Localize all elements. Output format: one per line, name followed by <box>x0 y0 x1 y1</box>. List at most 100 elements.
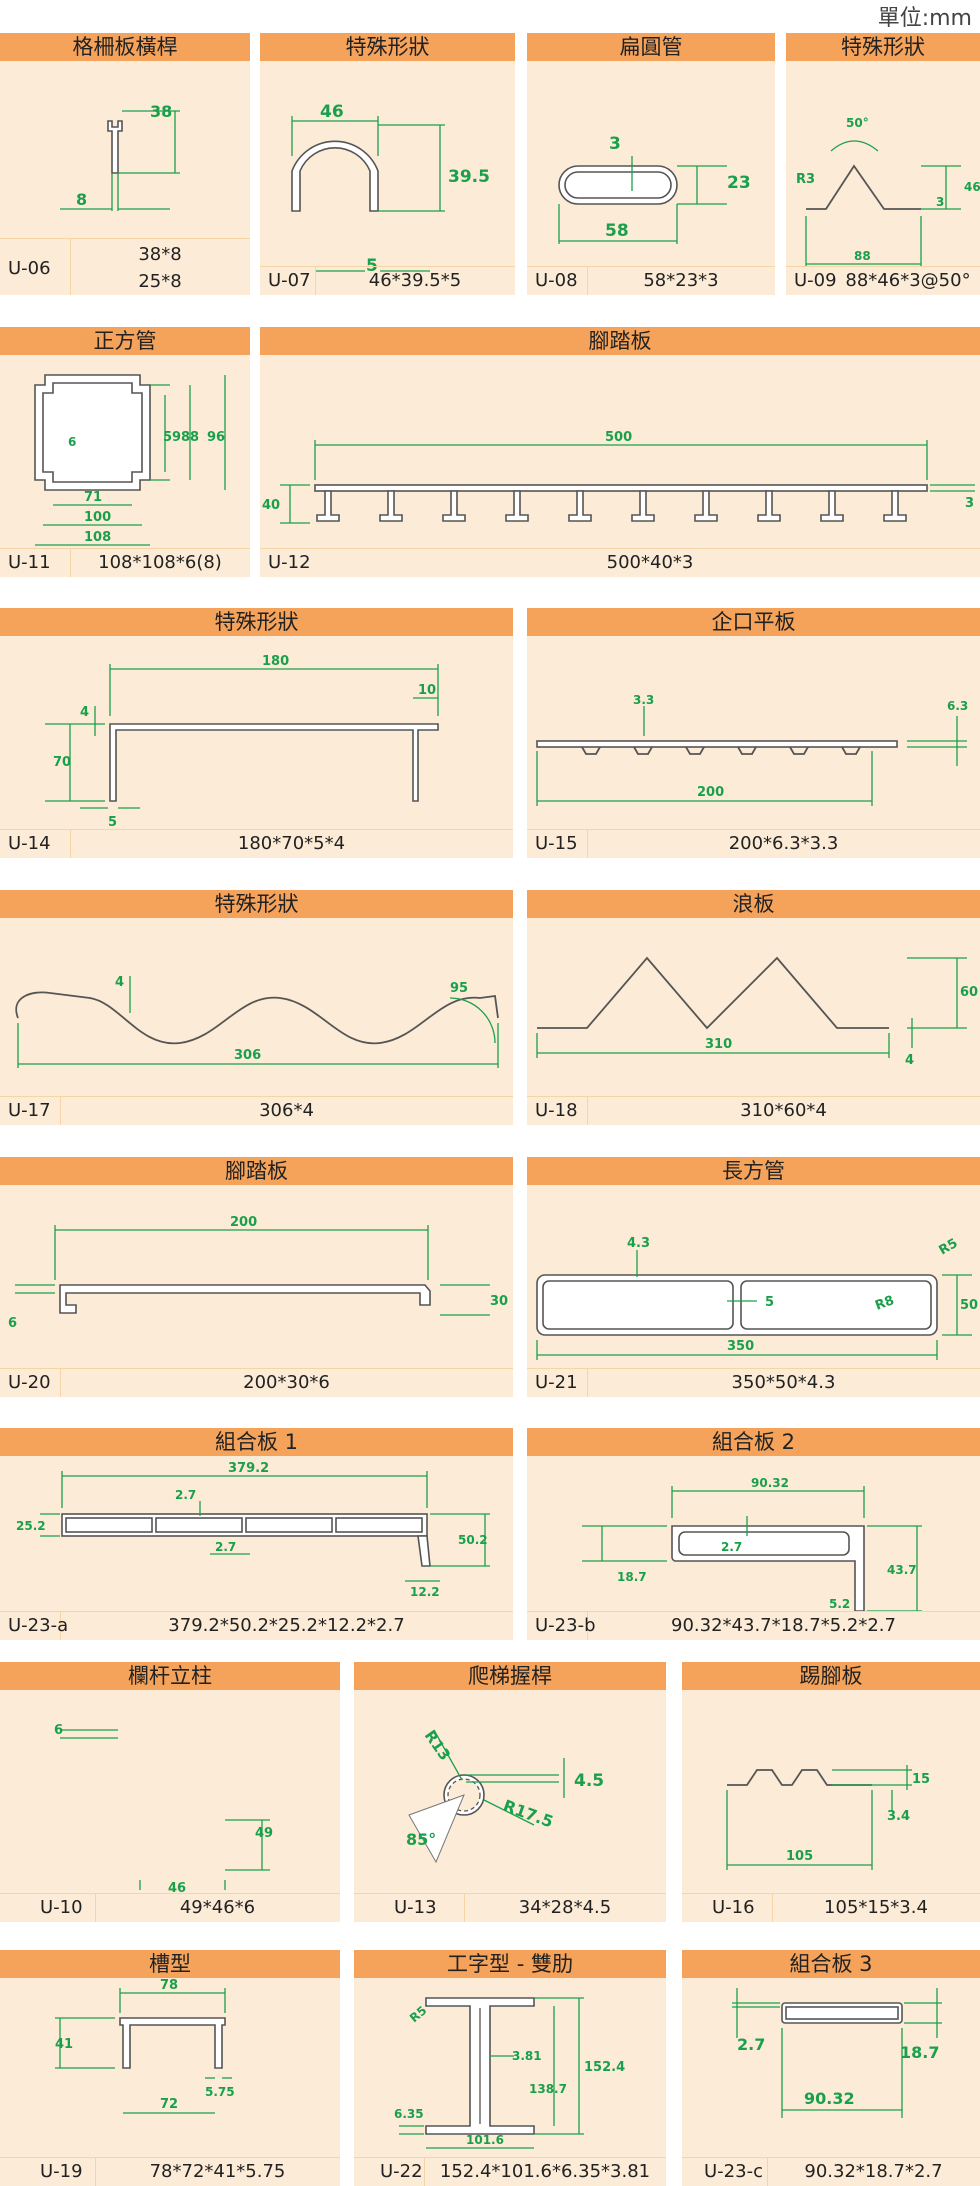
dim-label: 95 <box>450 981 468 996</box>
profile-rib <box>505 490 529 522</box>
product-code: U-10 <box>40 1897 83 1918</box>
dim-label: 152.4 <box>584 2060 625 2075</box>
dim-label: 38 <box>150 102 172 121</box>
dim-label: 49 <box>255 1826 273 1841</box>
card-title: 組合板 2 <box>527 1428 980 1456</box>
dim-label: 379.2 <box>228 1461 269 1476</box>
product-code: U-08 <box>535 270 578 291</box>
dim-label: 2.7 <box>175 1488 196 1502</box>
product-spec: 180*70*5*4 <box>237 833 346 854</box>
profile-drawing: R5 152.4 3.81 138.7 6.35 101.6 <box>394 1997 625 2149</box>
product-spec: 78*72*41*5.75 <box>149 2161 286 2182</box>
dim-label: 41 <box>55 2037 73 2052</box>
profile-card-u22: 工字型 - 雙肋 R5 152.4 3.81 138.7 6.35 101.6 … <box>354 1950 666 2186</box>
product-spec: 108*108*6(8) <box>98 552 222 573</box>
product-spec: 310*60*4 <box>740 1100 827 1121</box>
dim-label: 30 <box>490 1294 508 1309</box>
profile-drawing: 6 49 46 <box>54 1723 273 1896</box>
product-spec: 152.4*101.6*6.35*3.81 <box>439 2161 651 2182</box>
dim-label: 200 <box>697 785 724 800</box>
dim-label: 310 <box>705 1037 732 1052</box>
dim-label: 3 <box>609 134 621 154</box>
profile-card-u06: 格柵板橫桿 38 8 U-06 38*8 25*8 <box>0 33 250 295</box>
dim-label: 23 <box>727 173 751 193</box>
card-title: 特殊形狀 <box>260 33 515 61</box>
dim-label: 18.7 <box>617 1570 647 1584</box>
profile-drawing: 180 4 10 70 5 <box>45 654 439 830</box>
product-code: U-15 <box>535 833 578 854</box>
profile-card-u07: 特殊形狀 46 39.5 5 U-07 46*39.5*5 <box>260 33 515 295</box>
dim-label: 6.35 <box>394 2107 424 2121</box>
dim-label: 6 <box>54 1723 63 1738</box>
product-spec: 88*46*3@50° <box>845 270 971 291</box>
profile-rib <box>568 490 592 522</box>
product-spec: 49*46*6 <box>179 1897 256 1918</box>
product-code: U-21 <box>535 1372 578 1393</box>
profile-card-u09: 特殊形狀 50° R3 46 3 88 U-09 88*46*3@50° <box>786 33 980 295</box>
card-title: 踢腳板 <box>682 1662 980 1690</box>
dim-label: 2.7 <box>737 2035 765 2054</box>
dim-label: 4 <box>80 705 89 720</box>
product-spec: 105*15*3.4 <box>824 1897 928 1918</box>
dim-label: 4 <box>905 1053 914 1068</box>
profile-card-u14: 特殊形狀 180 4 10 70 5 U-14 180*70*5*4 <box>0 608 513 858</box>
dim-label: 58 <box>605 221 629 241</box>
dim-label: 59 <box>163 430 181 445</box>
product-spec: 306*4 <box>259 1100 314 1121</box>
profile-notch <box>737 746 757 755</box>
product-spec: 200*6.3*3.3 <box>728 833 839 854</box>
dim-label: R17.5 <box>501 1796 556 1832</box>
profile-card-u19: 槽型 78 41 5.75 72 U-19 78*72*41*5.75 <box>0 1950 340 2186</box>
profile-card-u21: 長方管 4.3 5 R8 R5 50 350 U-21 350*50*4.3 <box>527 1157 980 1397</box>
dim-label: 3 <box>965 496 974 511</box>
dim-label: 43.7 <box>887 1563 917 1577</box>
product-spec: 379.2*50.2*25.2*12.2*2.7 <box>168 1615 405 1636</box>
profile-rib <box>316 490 340 522</box>
product-code: U-18 <box>535 1100 578 1121</box>
dim-label: 4.5 <box>574 1771 604 1791</box>
dim-label: 46 <box>320 102 344 122</box>
profile-card-u20: 腳踏板 200 6 30 U-20 200*30*6 <box>0 1157 513 1397</box>
dim-label: 85° <box>406 1830 436 1849</box>
product-code: U-14 <box>8 833 51 854</box>
dim-label: 46 <box>168 1881 186 1896</box>
dim-label: 3.4 <box>887 1809 910 1824</box>
dim-label: 90.32 <box>804 2089 855 2108</box>
dim-label: 500 <box>605 430 632 445</box>
profile-card-u12: 腳踏板 500 40 3 U-12 500*40*3 <box>260 327 980 577</box>
card-title: 扁圓管 <box>527 33 775 61</box>
profile-drawing: 200 6 30 <box>8 1215 508 1331</box>
profile-drawing: 6 59 88 96 71 100 108 <box>34 374 226 546</box>
dim-label: 4.3 <box>627 1236 650 1251</box>
dim-label: 72 <box>160 2097 178 2112</box>
dim-label: 60 <box>960 985 978 1000</box>
product-code: U-20 <box>8 1372 51 1393</box>
product-code: U-06 <box>8 258 51 279</box>
profile-rib <box>820 490 844 522</box>
product-code: U-11 <box>8 552 51 573</box>
profile-card-u17: 特殊形狀 4 95 306 U-17 306*4 <box>0 890 513 1125</box>
unit-label: 單位:mm <box>877 6 972 31</box>
card-title: 爬梯握桿 <box>354 1662 666 1690</box>
dim-label: 100 <box>84 510 111 525</box>
product-code: U-13 <box>394 1897 437 1918</box>
dim-label: 6 <box>8 1316 17 1331</box>
dim-label: 6 <box>68 435 76 449</box>
product-spec: 500*40*3 <box>606 552 694 573</box>
profile-card-u23a: 組合板 1 379.2 2.7 25.2 2.7 50.2 12.2 U-23-… <box>0 1428 513 1640</box>
dim-label: 2.7 <box>721 1540 742 1554</box>
card-title: 組合板 3 <box>682 1950 980 1978</box>
dim-label: 180 <box>262 654 289 669</box>
dim-label: 12.2 <box>410 1585 440 1599</box>
card-title: 槽型 <box>0 1950 340 1978</box>
dim-label: 5 <box>108 815 117 830</box>
dim-label: 96 <box>207 430 225 445</box>
dim-label: 138.7 <box>529 2082 567 2096</box>
card-title: 特殊形狀 <box>0 890 513 918</box>
product-spec: 90.32*43.7*18.7*5.2*2.7 <box>671 1615 896 1636</box>
profile-card-u10: 欄杆立柱 6 49 46 U-10 49*46*6 <box>0 1662 340 1922</box>
profile-drawing: 15 3.4 105 <box>726 1765 930 1870</box>
product-code: U-09 <box>794 270 837 291</box>
profile-drawing: 500 40 3 <box>262 430 975 524</box>
dim-label: 10 <box>418 683 436 698</box>
